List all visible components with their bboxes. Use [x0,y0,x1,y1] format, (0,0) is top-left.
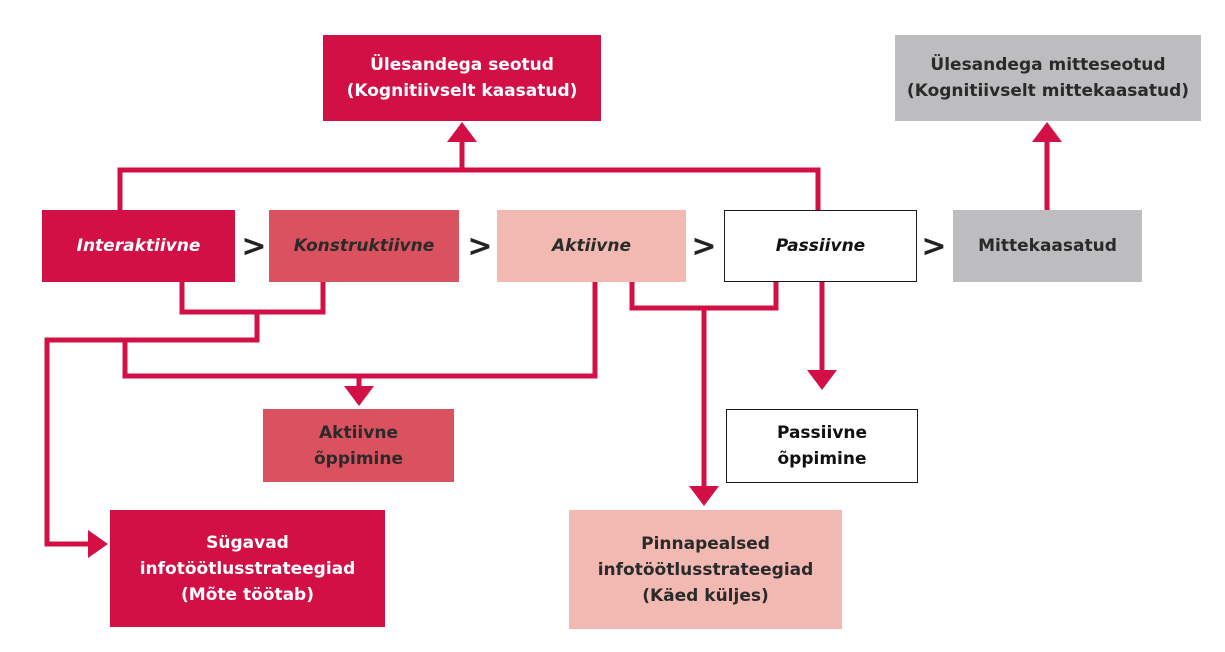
box-passive-learning: Passiivne õppimine [726,409,918,483]
connector-ap-join [629,282,779,311]
connector-ic-join [179,282,326,315]
box-constructive: Konstruktiivne [269,210,459,282]
box-active: Aktiivne [497,210,686,282]
greater-than-separator: > [241,229,267,264]
arrowhead-down-surface [689,486,719,506]
connector-to-active-learning [122,282,598,379]
arrowhead-down-active-learning [344,386,374,406]
box-task-related: Ülesandega seotud (Kognitiivselt kaasatu… [323,35,601,121]
box-deep-strategies: Sügavad infotöötlusstrateegiad (Mõte töö… [110,510,385,627]
connector-to-task-related [117,167,821,210]
arrowhead-right-deep [88,530,108,558]
box-disengaged: Mittekaasatud [953,210,1142,282]
arrowhead-up-task-unrelated [1032,122,1062,142]
greater-than-separator: > [691,229,717,264]
arrowhead-down-passive-learning [807,370,837,390]
box-task-unrelated: Ülesandega mitteseotud (Kognitiivselt mi… [895,35,1201,121]
greater-than-separator: > [921,229,947,264]
box-interactive: Interaktiivne [42,210,235,282]
connector-to-deep [44,312,260,547]
arrowhead-up-task-related [447,122,477,142]
box-active-learning: Aktiivne õppimine [263,409,454,482]
box-passive: Passiivne [724,210,917,282]
box-surface-strategies: Pinnapealsed infotöötlusstrateegiad (Käe… [569,510,842,629]
greater-than-separator: > [467,229,493,264]
